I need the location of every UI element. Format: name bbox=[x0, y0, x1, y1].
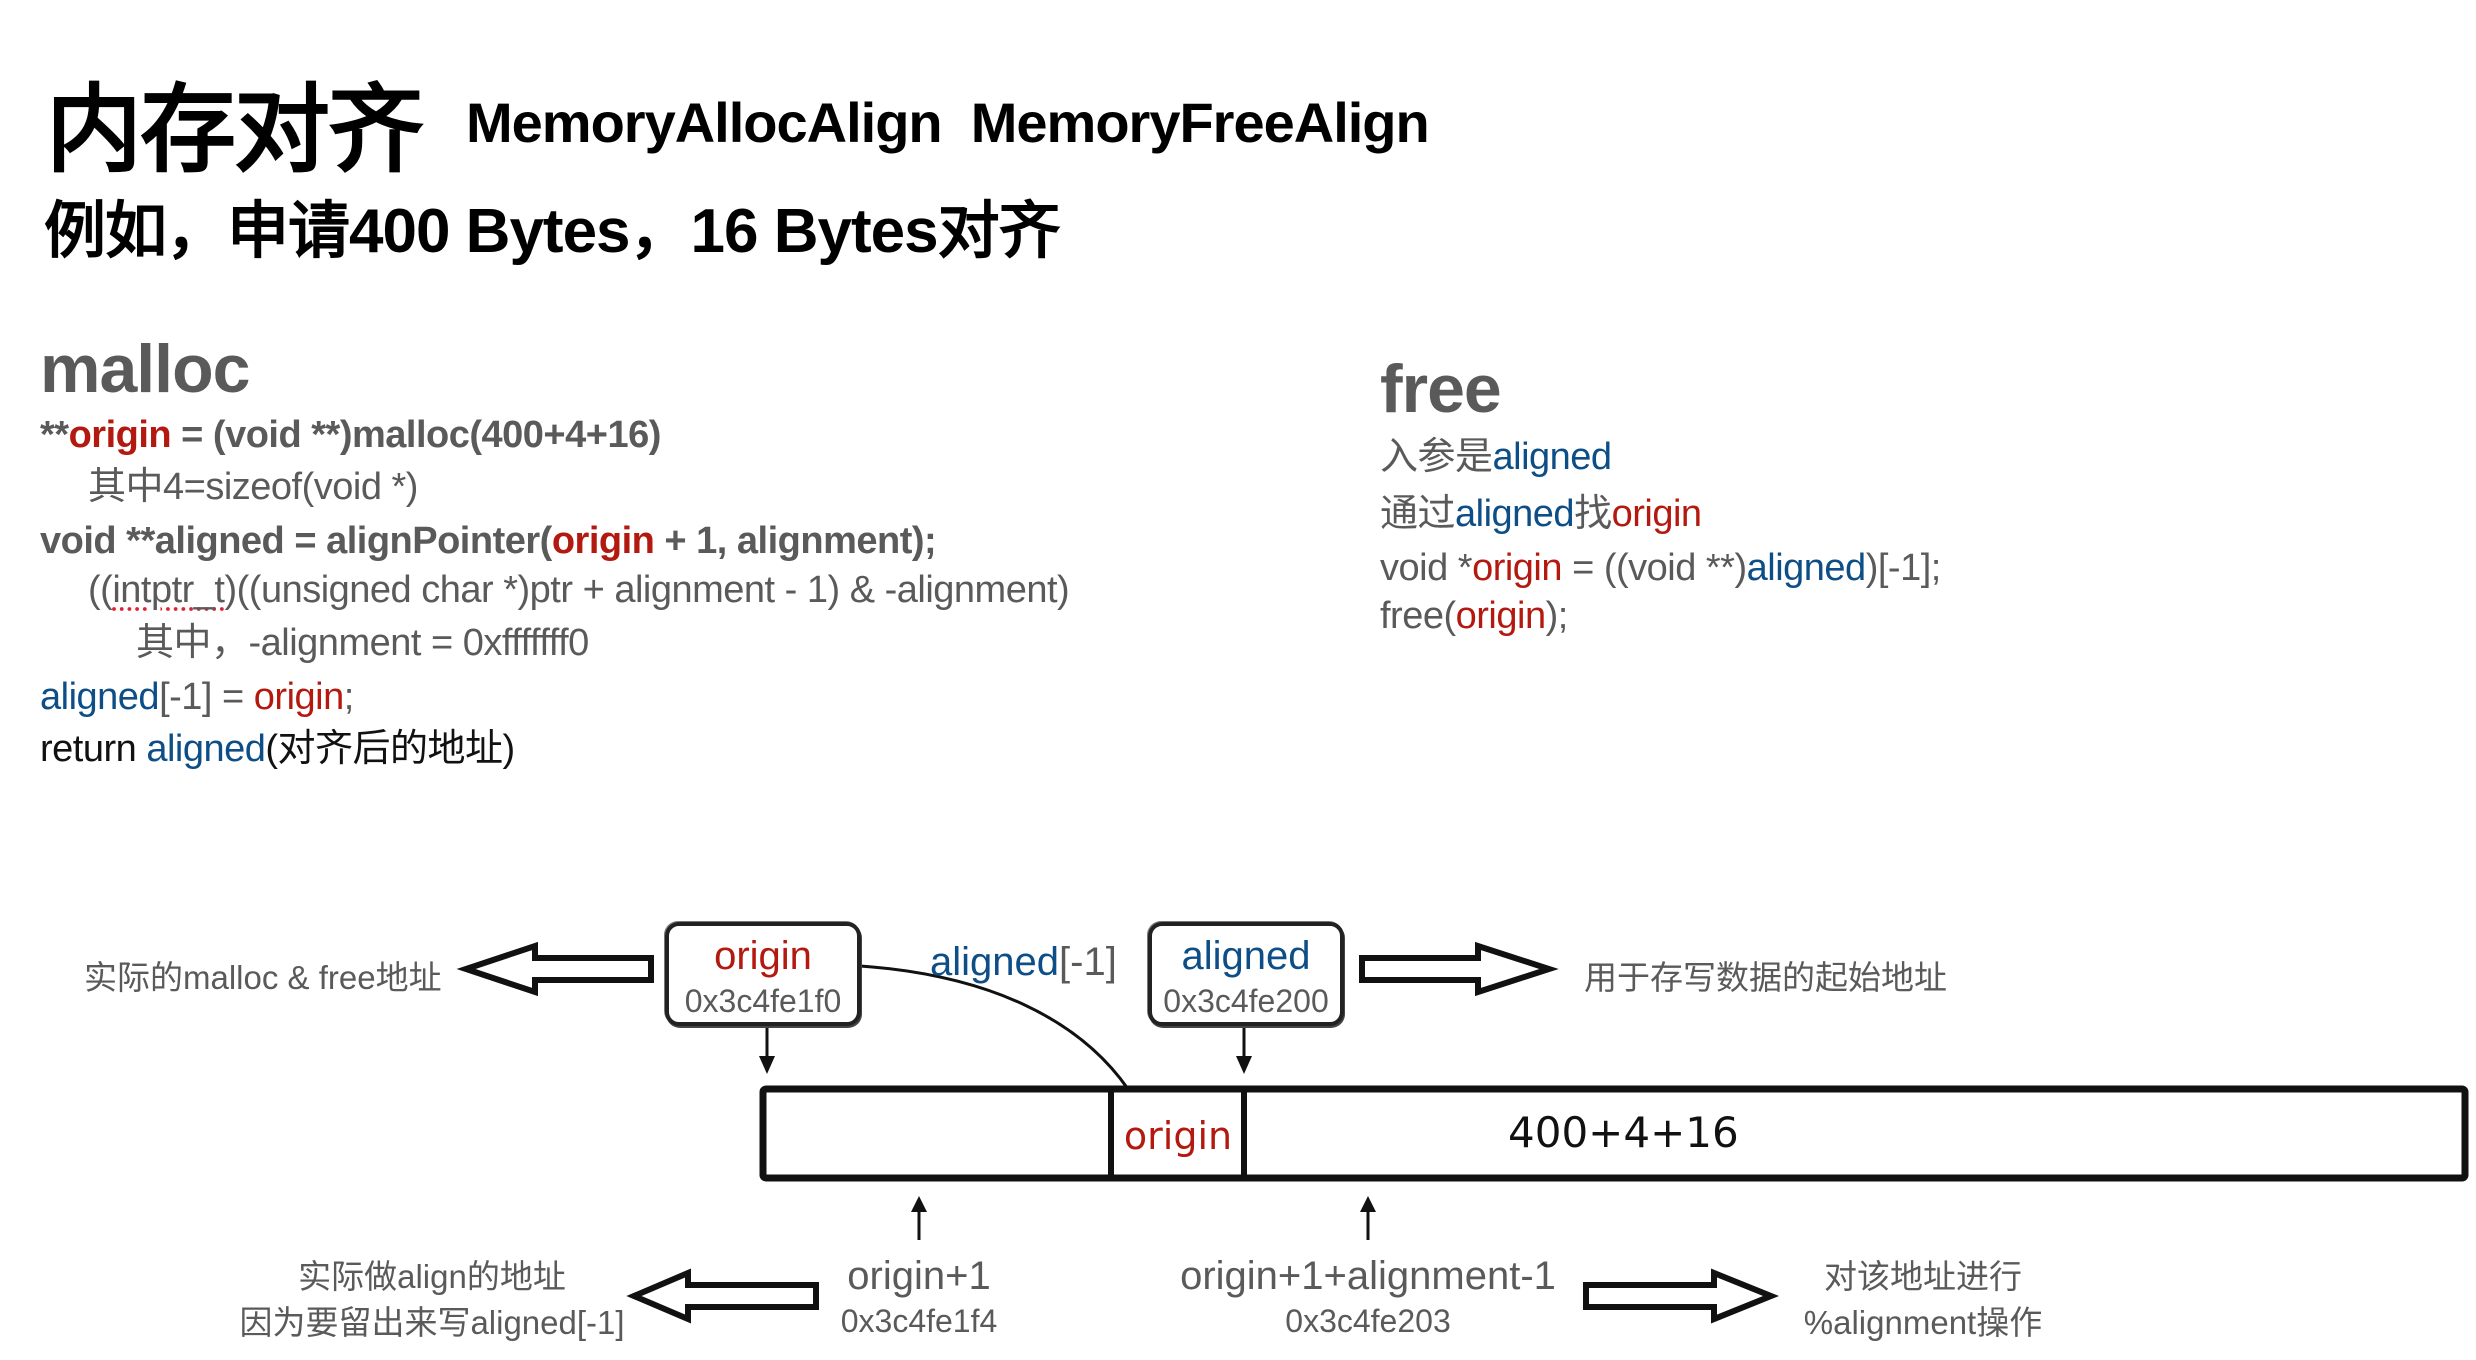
aligned-token: aligned bbox=[930, 940, 1060, 984]
aligned-down-arrow bbox=[1236, 1024, 1252, 1074]
bottom-left-note-line: 因为要留出来写aligned[-1] bbox=[239, 1304, 625, 1341]
malloc-line-3: void **aligned = alignPointer(origin + 1… bbox=[40, 520, 937, 562]
origin-token: origin bbox=[1472, 547, 1563, 589]
right-block-arrow-bottom bbox=[1583, 1268, 1780, 1324]
free-heading: free bbox=[1380, 351, 1502, 427]
code-text: (( bbox=[88, 569, 113, 611]
origin-plus-alignment-up-arrow bbox=[1360, 1196, 1376, 1240]
malloc-line-5: 其中，-alignment = 0xfffffff0 bbox=[136, 624, 589, 662]
code-text: )((unsigned char *)ptr + alignment - 1) … bbox=[224, 569, 1070, 611]
aligned-box-address: 0x3c4fe200 bbox=[1163, 983, 1329, 1019]
bottom-left-note: 实际做align的地址 因为要留出来写aligned[-1] bbox=[232, 1254, 632, 1346]
origin-box-name: origin bbox=[714, 934, 812, 978]
free-line-2: 通过aligned找origin bbox=[1380, 495, 1702, 533]
memory-cell-origin-label: origin bbox=[1123, 1114, 1233, 1158]
code-comment: 其中4=sizeof(void *) bbox=[88, 466, 418, 508]
right-note: 用于存写数据的起始地址 bbox=[1584, 959, 1947, 996]
page-title-functions: MemoryAllocAlign MemoryFreeAlign bbox=[466, 91, 1430, 154]
left-block-arrow-top bbox=[456, 941, 654, 997]
code-text: (对齐后的地址) bbox=[265, 728, 515, 770]
aligned-token: aligned bbox=[1492, 436, 1613, 478]
code-text: ; bbox=[343, 676, 355, 718]
origin-token: origin bbox=[551, 520, 655, 562]
aligned-pointer-box: aligned 0x3c4fe200 bbox=[1148, 922, 1344, 1026]
origin-plus-one-expr: origin+1 bbox=[847, 1254, 991, 1298]
code-text: + 1, alignment); bbox=[654, 520, 937, 562]
code-text: )[-1]; bbox=[1865, 547, 1942, 589]
origin-plus-alignment-expr: origin+1+alignment-1 bbox=[1180, 1254, 1556, 1298]
page-subtitle: 例如，申请400 Bytes，16 Bytes对齐 bbox=[44, 197, 1061, 266]
memory-size-label: 400+4+16 bbox=[1508, 1108, 1739, 1157]
malloc-line-2: 其中4=sizeof(void *) bbox=[88, 468, 418, 506]
origin-token: origin bbox=[1611, 493, 1702, 535]
free-line-3: void *origin = ((void **)aligned)[-1]; bbox=[1380, 549, 1941, 587]
code-text: [-1] = bbox=[159, 676, 254, 718]
index-token: [-1] bbox=[1059, 940, 1117, 984]
malloc-line-1: **origin = (void **)malloc(400+4+16) bbox=[40, 416, 661, 454]
origin-down-arrow bbox=[759, 1024, 775, 1074]
aligned-minus-one-label: aligned[-1] bbox=[930, 940, 1117, 985]
code-text: void * bbox=[1380, 547, 1473, 589]
left-note: 实际的malloc & free地址 bbox=[84, 959, 442, 996]
code-text: 找 bbox=[1574, 493, 1612, 535]
code-text: ** bbox=[40, 414, 69, 456]
malloc-heading: malloc bbox=[40, 331, 250, 407]
aligned-token: aligned bbox=[1746, 547, 1867, 589]
free-line-4: free(origin); bbox=[1380, 597, 1568, 635]
bottom-right-note: 对该地址进行 %alignment操作 bbox=[1773, 1254, 2073, 1346]
bottom-left-note-line: 实际做align的地址 bbox=[298, 1258, 566, 1295]
free-line-1: 入参是aligned bbox=[1380, 438, 1612, 476]
origin-plus-one-address: 0x3c4fe1f4 bbox=[840, 1303, 998, 1339]
origin-token: origin bbox=[68, 414, 172, 456]
memory-block bbox=[759, 1085, 2469, 1182]
code-text: void **aligned = alignPointer( bbox=[40, 520, 552, 562]
spellcheck-underlined-word: intptr_t bbox=[112, 569, 225, 611]
malloc-line-6: aligned[-1] = origin; bbox=[40, 678, 354, 716]
origin-pointer-box: origin 0x3c4fe1f0 bbox=[665, 922, 861, 1026]
right-block-arrow-top bbox=[1359, 941, 1559, 997]
code-text: return bbox=[40, 728, 147, 770]
page-title: 内存对齐 bbox=[46, 77, 424, 184]
origin-plus-alignment-label: origin+1+alignment-1 0x3c4fe203 bbox=[1118, 1254, 1618, 1340]
malloc-line-7: return aligned(对齐后的地址) bbox=[40, 730, 515, 768]
aligned-minus-one-link bbox=[859, 964, 1130, 1090]
origin-token: origin bbox=[253, 676, 344, 718]
origin-plus-one-up-arrow bbox=[911, 1196, 927, 1240]
aligned-token: aligned bbox=[146, 728, 266, 770]
bottom-right-note-line: 对该地址进行 bbox=[1824, 1258, 2022, 1295]
code-text: free( bbox=[1380, 595, 1456, 637]
origin-plus-alignment-address: 0x3c4fe203 bbox=[1285, 1303, 1451, 1339]
code-text: = (void **)malloc(400+4+16) bbox=[171, 414, 661, 456]
left-block-arrow-bottom bbox=[626, 1268, 819, 1324]
origin-token: origin bbox=[1455, 595, 1546, 637]
code-text: ); bbox=[1545, 595, 1569, 637]
code-text: 通过 bbox=[1380, 493, 1456, 535]
origin-box-address: 0x3c4fe1f0 bbox=[684, 983, 842, 1019]
code-text: = ((void **) bbox=[1562, 547, 1747, 589]
aligned-box-name: aligned bbox=[1181, 934, 1311, 978]
bottom-right-note-line: %alignment操作 bbox=[1803, 1304, 2043, 1341]
malloc-line-4: ((intptr_t)((unsigned char *)ptr + align… bbox=[88, 569, 1070, 611]
origin-plus-one-label: origin+1 0x3c4fe1f4 bbox=[769, 1254, 1069, 1340]
code-comment: 其中，-alignment = 0xfffffff0 bbox=[136, 622, 589, 664]
code-text: 入参是 bbox=[1380, 436, 1493, 478]
aligned-token: aligned bbox=[40, 676, 160, 718]
aligned-token: aligned bbox=[1455, 493, 1575, 535]
